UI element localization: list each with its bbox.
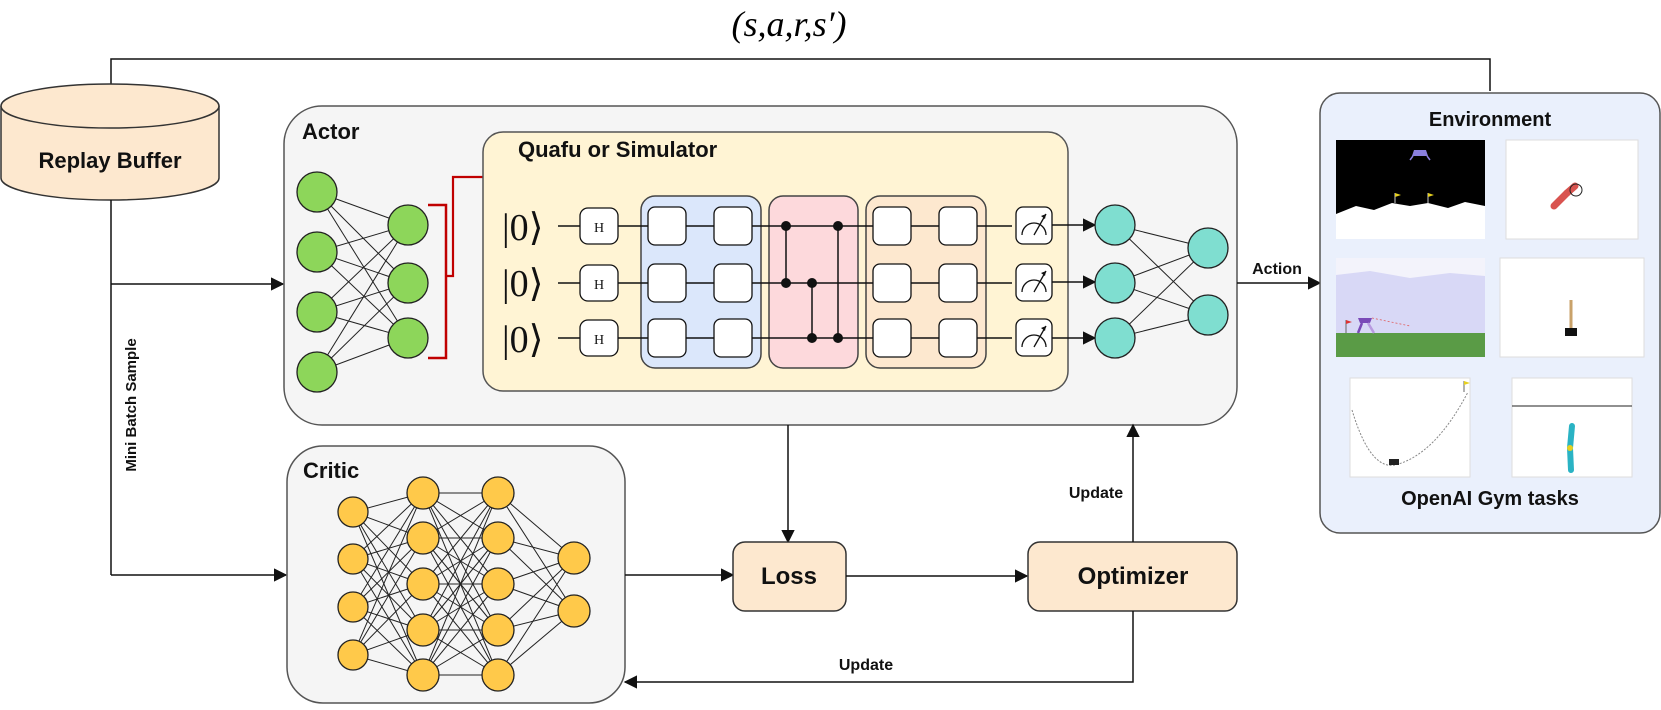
qubit-kets: |0⟩ |0⟩ |0⟩	[502, 207, 543, 361]
critic-edge	[422, 537, 499, 676]
critic-node-l1-n3	[406, 613, 440, 647]
critic-edge	[422, 492, 499, 585]
hadamard-gate-0-label: H	[594, 221, 604, 236]
critic-node-l2-n0	[481, 476, 515, 510]
environment-footer: OpenAI Gym tasks	[1401, 488, 1579, 510]
critic-label: Critic	[303, 458, 359, 483]
lunar-lander-thumbnail	[1336, 140, 1485, 239]
actor-node-l1-n2	[387, 317, 429, 359]
actor-node-l0-n2	[296, 291, 338, 333]
measure-icon	[1015, 318, 1053, 357]
actor-label: Actor	[302, 119, 360, 144]
cz-gates	[781, 221, 843, 343]
output-node-l1-n0	[1187, 227, 1229, 269]
critic-node-l0-n1	[337, 543, 369, 575]
replay-buffer-cylinder: Replay Buffer	[0, 83, 220, 201]
actor-edge	[316, 191, 409, 339]
update-critic-label: Update	[839, 657, 893, 674]
critic-node-l0-n2	[337, 591, 369, 623]
quantum-box-label: Quafu or Simulator	[518, 137, 718, 162]
critic-edge	[352, 537, 424, 656]
actor-network-nodes	[296, 171, 429, 393]
critic-node-l0-n3	[337, 639, 369, 671]
hadamard-gates: H H H	[579, 207, 619, 357]
output-edge	[1114, 247, 1209, 339]
critic-edge	[497, 557, 575, 676]
ket-1: |0⟩	[502, 263, 543, 305]
critic-edge	[497, 492, 575, 612]
output-node-l0-n0	[1094, 204, 1136, 246]
output-node-l0-n1	[1094, 262, 1136, 304]
output-node-l0-n2	[1094, 317, 1136, 359]
replay-buffer-label: Replay Buffer	[38, 148, 181, 173]
actor-node-l0-n3	[296, 351, 338, 393]
critic-node-l2-n3	[481, 613, 515, 647]
actor-edge	[316, 191, 409, 284]
measurement-gates	[1015, 206, 1053, 357]
actor-output-bracket	[428, 203, 448, 360]
loss-label: Loss	[761, 563, 817, 590]
measure-icon	[1015, 206, 1053, 245]
critic-edge	[497, 537, 575, 612]
critic-node-l3-n0	[557, 541, 591, 575]
optimizer-to-critic-arrow	[623, 611, 1134, 689]
update-actor-label: Update	[1069, 485, 1123, 502]
critic-edge	[497, 492, 575, 559]
output-edge	[1114, 224, 1209, 316]
environment-title: Environment	[1429, 109, 1552, 131]
critic-node-l2-n1	[481, 521, 515, 555]
bipedal-walker-thumbnail	[1336, 258, 1485, 357]
actor-node-l0-n0	[296, 171, 338, 213]
critic-edge	[352, 558, 424, 676]
output-network-nodes	[1094, 204, 1229, 359]
cartpole-thumbnail	[1499, 257, 1645, 358]
actor-node-l1-n0	[387, 204, 429, 246]
critic-node-l2-n2	[481, 567, 515, 601]
actor-edge	[316, 251, 409, 339]
mountain-car-thumbnail	[1349, 377, 1471, 478]
critic-node-l1-n4	[406, 658, 440, 692]
critic-node-l3-n1	[557, 594, 591, 628]
actor-node-l0-n1	[296, 231, 338, 273]
mountain-curve	[1351, 391, 1469, 466]
hadamard-gate-1-label: H	[594, 278, 604, 293]
transition-tuple: (s,a,r,s′)	[732, 4, 847, 44]
ket-2: |0⟩	[502, 319, 543, 361]
actor-edge	[316, 224, 409, 313]
critic-edge	[422, 492, 499, 676]
critic-node-l2-n4	[481, 658, 515, 692]
critic-edge	[497, 557, 575, 631]
actor-edge	[316, 224, 409, 373]
critic-edge	[352, 492, 424, 608]
measure-icon	[1015, 263, 1053, 302]
mini-batch-label: Mini Batch Sample	[123, 338, 140, 471]
pendulum-thumbnail	[1505, 139, 1639, 240]
critic-node-l1-n1	[406, 521, 440, 555]
critic-edge	[352, 511, 424, 676]
critic-edge	[422, 583, 499, 676]
critic-edge	[422, 492, 499, 631]
critic-network-nodes	[337, 476, 591, 692]
measurement-output-arrows	[1052, 218, 1097, 345]
hadamard-gate-2-label: H	[594, 333, 604, 348]
actor-edge	[316, 282, 409, 373]
actor-node-l1-n1	[387, 262, 429, 304]
output-node-l1-n1	[1187, 294, 1229, 336]
ket-0: |0⟩	[502, 207, 543, 249]
critic-edge	[352, 492, 424, 656]
critic-node-l0-n0	[337, 496, 369, 528]
loop-arrow-to-buffer	[104, 58, 1491, 110]
critic-node-l1-n0	[406, 476, 440, 510]
acrobot-thumbnail	[1511, 377, 1633, 478]
action-label: Action	[1252, 261, 1302, 278]
optimizer-label: Optimizer	[1078, 563, 1189, 590]
critic-node-l1-n2	[406, 567, 440, 601]
rotation-gates	[647, 206, 978, 358]
